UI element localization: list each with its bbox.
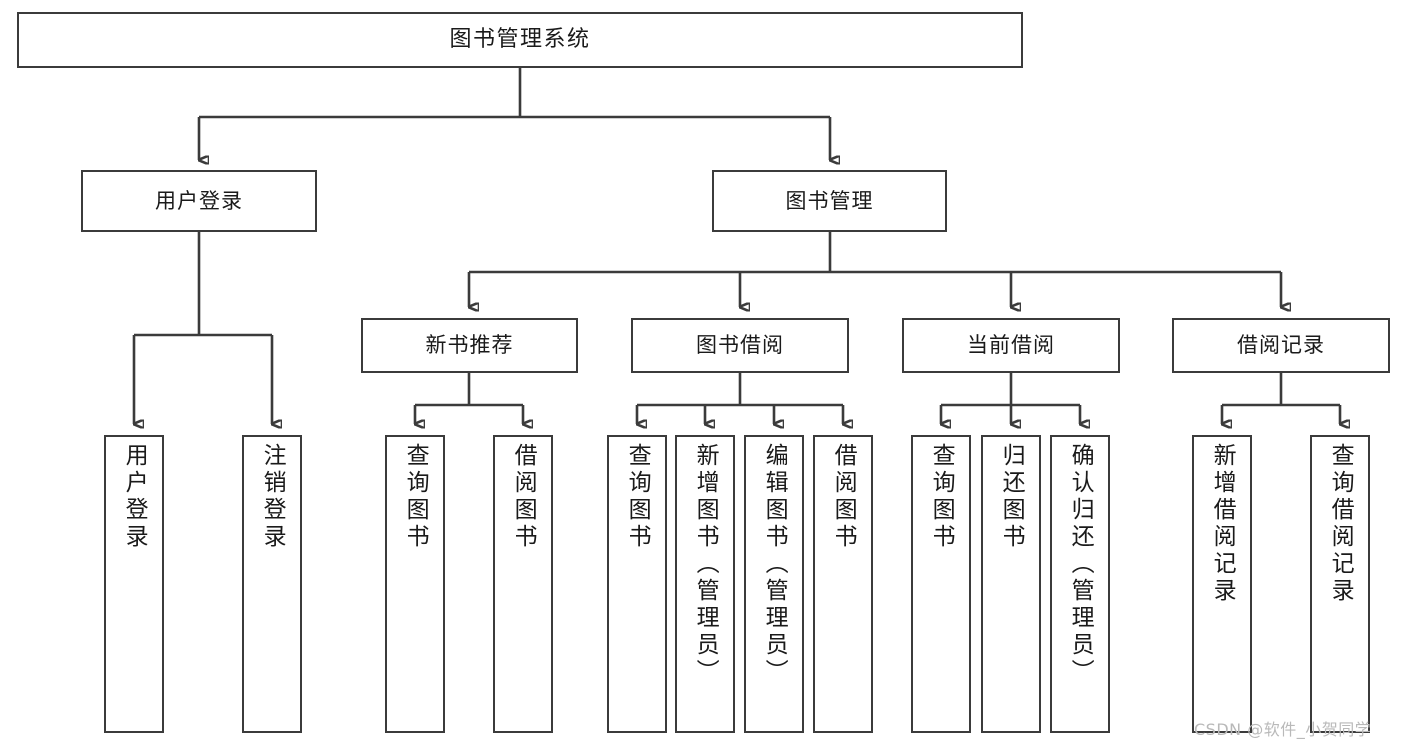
node-label: 新书推荐 (425, 333, 514, 358)
node-label: 查询借阅记录 (1327, 443, 1354, 605)
node-label: 新增借阅记录 (1209, 443, 1236, 605)
watermark-text: CSDN @软件_小贺同学 (1194, 720, 1372, 739)
node-label: 借阅记录 (1237, 333, 1325, 358)
node-root-system[interactable]: 图书管理系统 (17, 12, 1023, 68)
node-book-management[interactable]: 图书管理 (712, 170, 947, 232)
node-label: 图书管理系统 (449, 27, 591, 53)
node-label: 用户登录 (121, 443, 148, 551)
node-label: 归还图书 (998, 443, 1025, 551)
leaf-new-book-borrow[interactable]: 借阅图书 (493, 435, 553, 733)
node-label: 查询图书 (928, 443, 955, 551)
leaf-book-borrow-add[interactable]: 新增图书（管理员） (675, 435, 735, 733)
node-label: 注销登录 (259, 443, 286, 551)
node-label: 编辑图书（管理员） (761, 443, 788, 686)
leaf-book-borrow-query[interactable]: 查询图书 (607, 435, 667, 733)
leaf-borrow-record-query[interactable]: 查询借阅记录 (1310, 435, 1370, 733)
leaf-new-book-query[interactable]: 查询图书 (385, 435, 445, 733)
node-label: 查询图书 (624, 443, 651, 551)
node-label: 查询图书 (402, 443, 429, 551)
leaf-current-borrow-confirm-return[interactable]: 确认归还（管理员） (1050, 435, 1110, 733)
leaf-current-borrow-query[interactable]: 查询图书 (911, 435, 971, 733)
leaf-book-borrow-edit[interactable]: 编辑图书（管理员） (744, 435, 804, 733)
node-user-login[interactable]: 用户登录 (81, 170, 317, 232)
node-label: 图书管理 (785, 188, 874, 213)
node-label: 确认归还（管理员） (1067, 443, 1094, 686)
node-borrow-record[interactable]: 借阅记录 (1172, 318, 1390, 373)
leaf-book-borrow-borrow[interactable]: 借阅图书 (813, 435, 873, 733)
node-label: 借阅图书 (510, 443, 537, 551)
node-book-borrow[interactable]: 图书借阅 (631, 318, 849, 373)
node-label: 借阅图书 (830, 443, 857, 551)
leaf-current-borrow-return[interactable]: 归还图书 (981, 435, 1041, 733)
node-label: 新增图书（管理员） (692, 443, 719, 686)
node-current-borrow[interactable]: 当前借阅 (902, 318, 1120, 373)
node-label: 当前借阅 (967, 333, 1055, 358)
node-new-book-recommend[interactable]: 新书推荐 (361, 318, 578, 373)
leaf-borrow-record-add[interactable]: 新增借阅记录 (1192, 435, 1252, 733)
node-label: 图书借阅 (696, 333, 784, 358)
node-label: 用户登录 (155, 188, 243, 213)
leaf-user-login-logout[interactable]: 注销登录 (242, 435, 302, 733)
leaf-user-login-login[interactable]: 用户登录 (104, 435, 164, 733)
